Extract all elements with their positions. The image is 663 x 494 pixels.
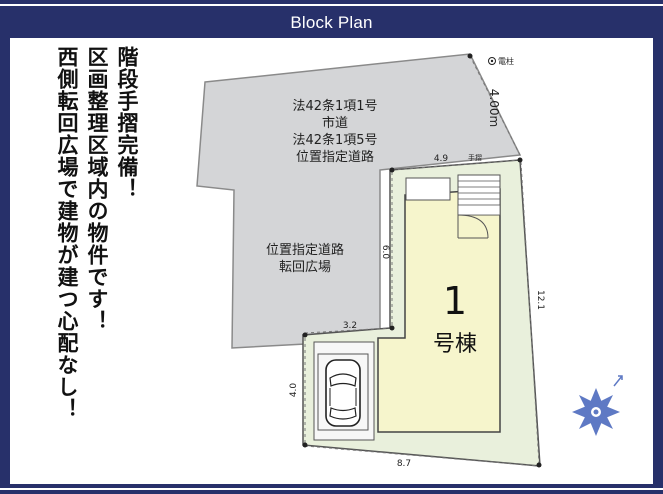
car-icon — [325, 359, 361, 427]
dimension-lines — [304, 55, 540, 467]
road-label-designated-road: 位置指定道路 — [296, 149, 374, 165]
staircase — [457, 174, 501, 239]
utility-pole-icon — [488, 57, 496, 65]
dimension-mid: 3.2 — [343, 321, 357, 331]
turnaround-label-designated-road: 位置指定道路 — [266, 242, 344, 258]
compass-icon — [572, 375, 623, 436]
dimension-right: 12.1 — [535, 290, 545, 310]
turnaround-label-plaza: 転回広場 — [279, 260, 331, 275]
entrance-porch — [405, 177, 451, 201]
building-number: 1 — [443, 279, 467, 323]
header-top-rule — [0, 4, 663, 6]
dimension-bottom: 8.7 — [397, 459, 411, 469]
promo-line-turnaround: 西側転回広場で建物が建つ心配なし！ — [55, 46, 79, 420]
header-title: Block Plan — [290, 13, 373, 32]
road-label-article-1-5: 法42条1項5号 — [292, 132, 377, 148]
promo-line-land-readjustment: 区画整理区域内の物件です！ — [85, 46, 109, 332]
dimension-left-upper: 6.0 — [380, 245, 390, 260]
road-width-label: 4.00m — [487, 89, 501, 127]
road-label-article-1-1: 法42条1項1号 — [292, 98, 377, 114]
boundary-points — [302, 53, 542, 468]
promo-line-handrail: 階段手摺完備！ — [115, 46, 139, 200]
building-label: 号棟 — [433, 332, 477, 357]
road-label-city-road: 市道 — [322, 115, 348, 131]
utility-pole-label: 電柱 — [498, 56, 514, 66]
dimension-top: 4.9 — [434, 154, 449, 164]
dimension-left-lower: 4.0 — [289, 383, 299, 398]
footer-rule — [0, 488, 663, 490]
handrail-label: 手摺 — [468, 153, 482, 162]
